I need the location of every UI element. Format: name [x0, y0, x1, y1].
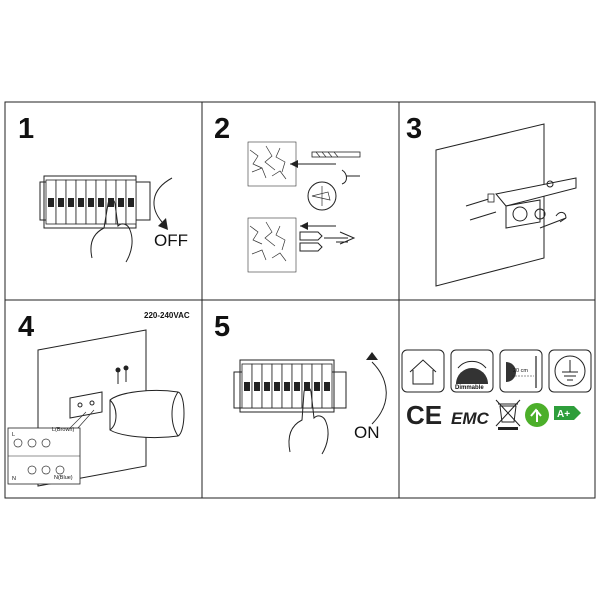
- bracket-mounted-icon: [69, 391, 103, 419]
- screw-icon-1: [465, 193, 495, 207]
- breaker-toggle: [48, 198, 54, 207]
- breaker-toggle: [304, 382, 310, 391]
- arrow-head: [366, 352, 378, 360]
- breaker-panel-illustration: [233, 359, 347, 413]
- breaker-toggle: [284, 382, 290, 391]
- indoor-house-icon: [401, 349, 445, 393]
- hand-icon: [90, 199, 133, 263]
- step-3-panel: 3: [406, 113, 577, 287]
- step-5-panel: 5 ON: [214, 311, 387, 455]
- wall-surface: [435, 123, 545, 287]
- breaker-toggle: [254, 382, 260, 391]
- screwdriver-rotation-icon: [555, 211, 567, 223]
- wall-lamp-icon: [109, 389, 185, 439]
- voltage-label: 220-240VAC: [144, 311, 190, 320]
- distance-20cm-icon: 20 cm: [499, 349, 543, 393]
- ground-icon: [548, 349, 592, 393]
- screws-icon: [115, 365, 129, 384]
- wall-plug-icon: [299, 231, 356, 252]
- step-4-panel: 4 220-240VAC L N: [7, 311, 190, 487]
- energy-class-label: A+: [557, 409, 570, 420]
- panel-grid: [4, 101, 596, 499]
- step-1-action-label: OFF: [154, 231, 188, 250]
- switch-up-arrow: [371, 361, 387, 425]
- breaker-toggle: [58, 198, 64, 207]
- wall-texture-lower: [247, 217, 297, 273]
- energy-label-icon: A+: [554, 406, 581, 420]
- distance-label: 20 cm: [513, 368, 528, 374]
- step-5-action-label: ON: [354, 423, 380, 442]
- screw-icon-2: [469, 211, 497, 221]
- terminal-block: L N L(Brown) N(Blue): [7, 427, 81, 485]
- step-1-panel: 1 OFF: [18, 113, 188, 263]
- breaker-toggle: [78, 198, 84, 207]
- breaker-toggle: [88, 198, 94, 207]
- breaker-toggle: [264, 382, 270, 391]
- drill-bit-icon: [290, 151, 361, 168]
- terminal-n-label: N: [12, 476, 16, 482]
- breaker-toggle: [294, 382, 300, 391]
- step-5-number: 5: [214, 311, 230, 343]
- mounting-bracket-icon: [495, 177, 577, 229]
- breaker-toggle: [108, 198, 114, 207]
- screw-icon-3: [539, 217, 567, 229]
- step-4-number: 4: [18, 311, 34, 343]
- arrow-head: [158, 218, 168, 230]
- symbols-panel: Dimmable 20 cm CE EMC A+: [401, 349, 592, 430]
- step-1-number: 1: [18, 113, 34, 145]
- recycle-icon: [525, 403, 549, 427]
- ce-mark-icon: CE: [406, 400, 442, 430]
- emc-mark-icon: EMC: [451, 409, 490, 428]
- magnified-detail-icon: [307, 181, 337, 211]
- step-2-number: 2: [214, 113, 230, 145]
- breaker-toggle: [118, 198, 124, 207]
- terminal-l-label: L: [12, 432, 15, 438]
- wall-texture-upper: [247, 141, 297, 187]
- step-3-number: 3: [406, 113, 422, 145]
- breaker-toggle: [98, 198, 104, 207]
- dimmable-label: Dimmable: [455, 385, 484, 391]
- breaker-toggle: [324, 382, 330, 391]
- breaker-toggle: [244, 382, 250, 391]
- breaker-toggle: [68, 198, 74, 207]
- weee-bin-icon: [495, 399, 521, 430]
- breaker-toggle: [128, 198, 134, 207]
- step-2-panel: 2: [214, 113, 361, 273]
- hand-icon: [288, 387, 329, 455]
- breaker-panel-illustration: [39, 175, 151, 229]
- switch-down-arrow: [153, 177, 173, 223]
- dimmable-icon: Dimmable: [450, 349, 494, 393]
- breaker-toggle: [274, 382, 280, 391]
- wire-n-label: N(Blue): [54, 475, 73, 481]
- rotation-arrow-icon: [341, 169, 360, 185]
- wire-l-label: L(Brown): [52, 427, 74, 433]
- breaker-toggle: [314, 382, 320, 391]
